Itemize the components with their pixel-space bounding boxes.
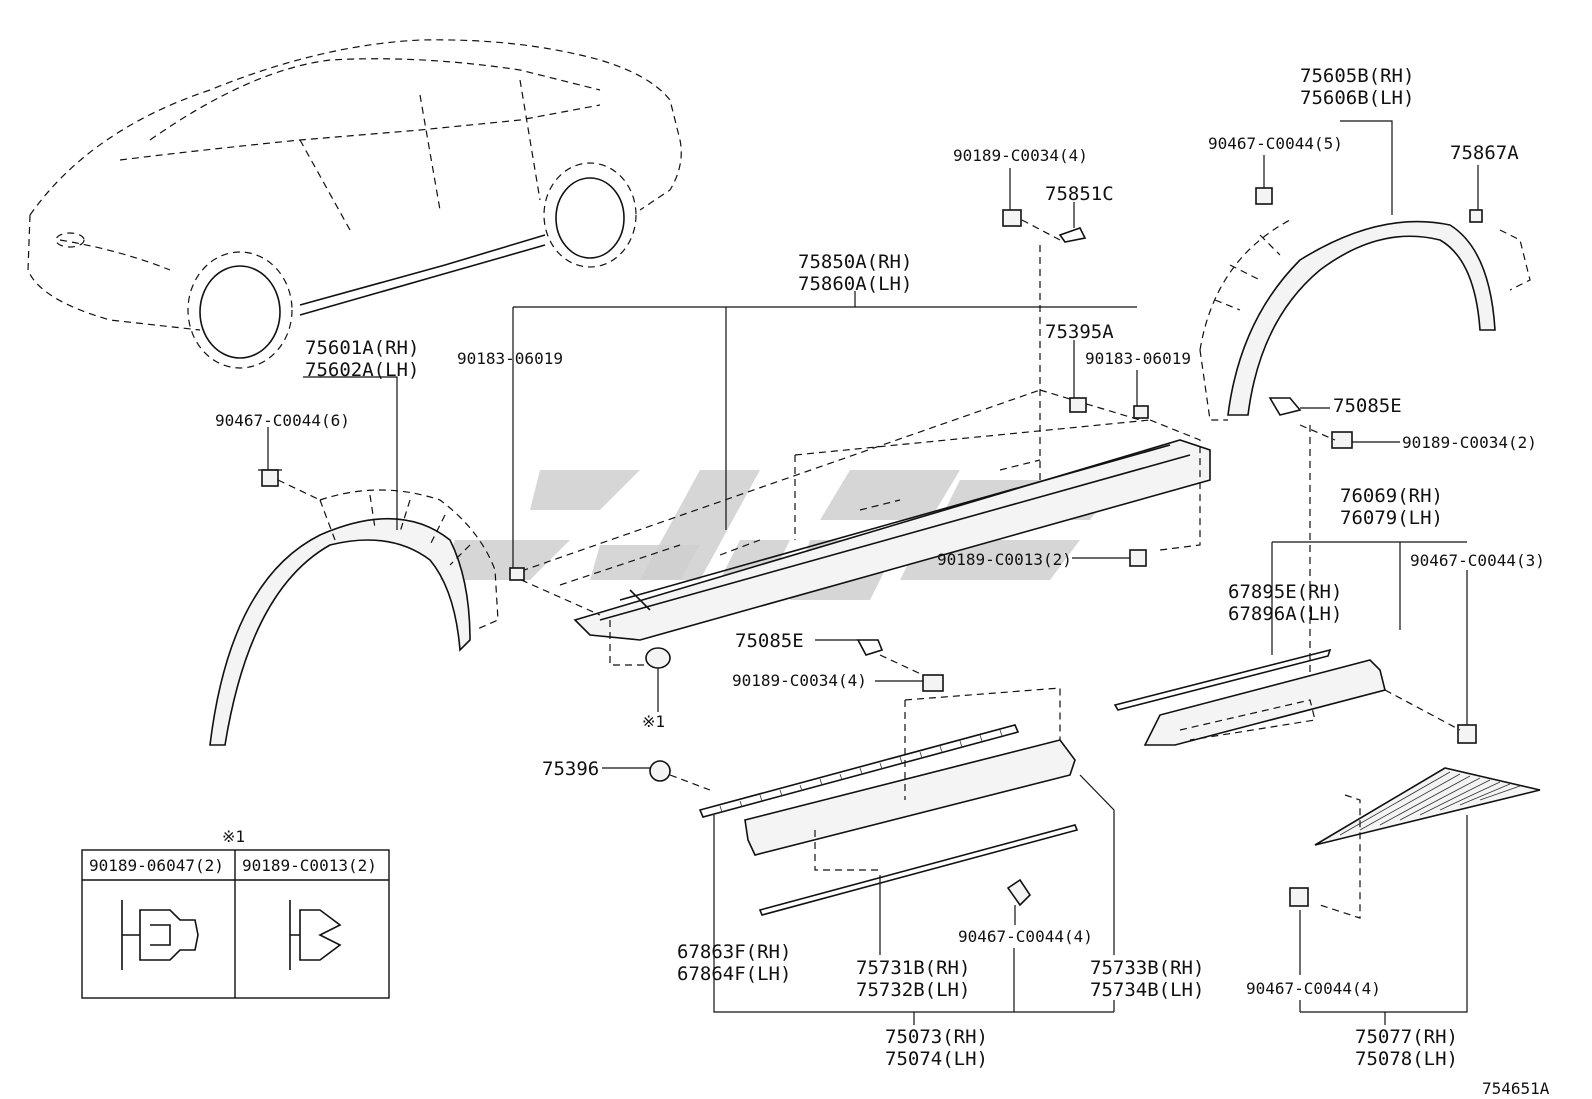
clip-icon [258,469,282,487]
clip-icon [645,647,671,669]
front-wheel-arch-molding [209,489,499,746]
side-garnish-assembly [1113,648,1386,746]
label-75396: 75396 [542,758,599,780]
rear-wheel-arch-molding [1199,219,1531,421]
label-90467-C0044-6: 90467-C0044(6) [215,411,350,430]
note-box-col1: 90189-06047(2) [89,856,224,875]
label-90183-06019-left: 90183-06019 [457,349,563,368]
clip-icon [922,674,944,692]
label-90189-C0013-2: 90189-C0013(2) [937,550,1072,569]
label-75073: 75073(RH) [885,1026,988,1048]
label-75851C: 75851C [1045,183,1114,205]
note-box [81,849,390,999]
label-75077: 75077(RH) [1355,1026,1458,1048]
label-note-mark: ※1 [642,712,665,731]
label-75601A: 75601A(RH) [305,337,419,359]
clip-icon [1133,405,1149,419]
label-75733B: 75733B(RH) [1090,957,1204,979]
label-75074: 75074(LH) [885,1048,988,1070]
screw-icon [1058,227,1087,243]
label-90467-C0044-4-right: 90467-C0044(4) [1246,979,1381,998]
label-90467-C0044-3: 90467-C0044(3) [1410,551,1545,570]
screw-icon [856,639,884,656]
label-75078: 75078(LH) [1355,1048,1458,1070]
clip-90189-C0013-icon [289,900,342,970]
note-box-col2: 90189-C0013(2) [242,856,377,875]
label-67895E: 67895E(RH) [1228,581,1342,603]
label-75850A: 75850A(RH) [798,251,912,273]
label-67863F: 67863F(RH) [677,941,791,963]
clip-icon [649,760,671,782]
rocker-panel-molding [509,389,1211,641]
label-90467-C0044-5: 90467-C0044(5) [1208,134,1343,153]
label-76069: 76069(RH) [1340,485,1443,507]
label-90183-06019-right: 90183-06019 [1085,349,1191,368]
clip-icon [1006,878,1032,907]
note-box-title: ※1 [222,827,245,846]
clip-icon [1255,187,1273,205]
clip-icon [1457,724,1477,744]
fastener-icon [1069,397,1087,413]
label-75606B: 75606B(LH) [1300,87,1414,109]
clip-90189-06047-icon [121,900,199,970]
label-90189-C0034-4-top: 90189-C0034(4) [953,146,1088,165]
clip-icon [1002,209,1022,227]
label-75605B: 75605B(RH) [1300,65,1414,87]
screw-icon [1268,397,1302,416]
rocker-extension-assembly [698,687,1079,916]
label-76079: 76079(LH) [1340,507,1443,529]
diagram-id: 754651A [1482,1079,1550,1098]
label-75867A: 75867A [1450,142,1519,164]
label-67896A: 67896A(LH) [1228,603,1342,625]
label-75731B: 75731B(RH) [856,957,970,979]
clip-icon [1331,431,1353,449]
label-75395A: 75395A [1045,321,1114,343]
label-75085E-right: 75085E [1333,395,1402,417]
clip-icon [509,567,525,581]
label-75734B: 75734B(LH) [1090,979,1204,1001]
label-75602A: 75602A(LH) [305,359,419,381]
label-67864F: 67864F(LH) [677,963,791,985]
clip-icon [1289,887,1309,907]
label-90189-C0034-2: 90189-C0034(2) [1402,433,1537,452]
label-90189-C0034-4-mid: 90189-C0034(4) [732,671,867,690]
clip-icon [1129,549,1147,567]
label-90467-C0044-4-mid: 90467-C0044(4) [958,927,1093,946]
vehicle-illustration [27,39,682,369]
clip-icon [1469,209,1483,223]
label-75085E-mid: 75085E [735,630,804,652]
label-75860A: 75860A(LH) [798,273,912,295]
part-labels: 75601A(RH) 75602A(LH) 90467-C0044(6) 758… [89,65,1550,1098]
label-75732B: 75732B(LH) [856,979,970,1001]
triangle-garnish [1314,767,1541,919]
